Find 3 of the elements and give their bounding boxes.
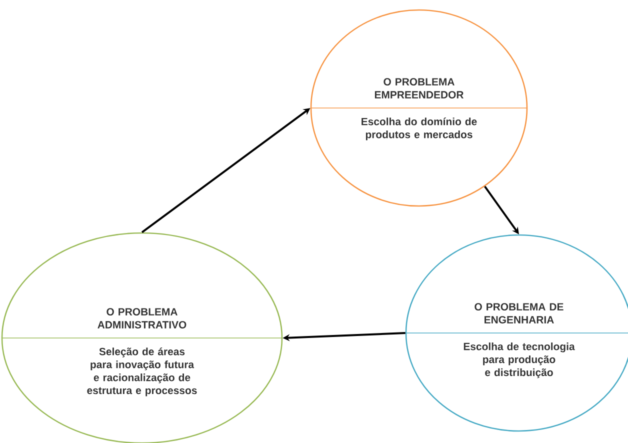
ellipse-node: O PROBLEMA EMPREENDEDOR Escolha do domínio de produtos e mercados [310,9,528,207]
ellipse-node: O PROBLEMA ADMINISTRATIVO Seleção de áreas para inovação futura e racionalização de estrutura e processos [1,232,283,443]
ellipse-node: O PROBLEMA DE ENGENHARIA Escolha de tecnologia para produção e distribuição [405,234,628,432]
